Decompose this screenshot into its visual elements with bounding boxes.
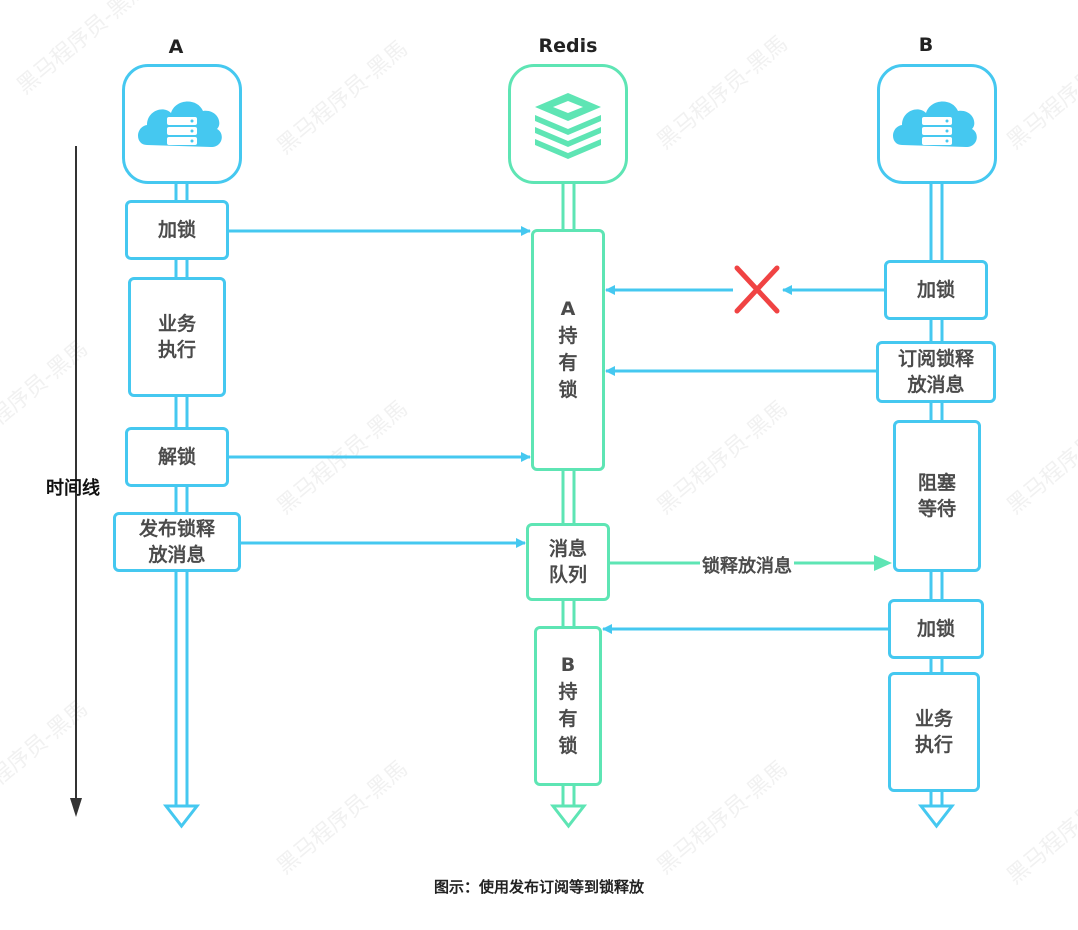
- b-step-business-text: 业务 执行: [914, 708, 953, 756]
- redis-state-a-holds-lock: A 持 有 锁: [531, 229, 605, 471]
- redis-state-message-queue-text: 消息 队列: [548, 538, 587, 586]
- a-step-lock-text: 加锁: [157, 219, 196, 241]
- a-step-business-text: 业务 执行: [157, 313, 196, 361]
- b-step-subscribe: 订阅锁释 放消息: [876, 341, 996, 403]
- a-step-unlock: 解锁: [125, 427, 229, 487]
- participant-redis-icon-box: [508, 64, 628, 184]
- b-step-lock-1: 加锁: [884, 260, 988, 320]
- b-step-blocked-waiting: 阻塞 等待: [893, 420, 981, 572]
- lifeline-redis-arrowhead: [549, 804, 588, 829]
- a-step-publish-text: 发布锁释 放消息: [138, 518, 215, 566]
- a-step-publish: 发布锁释 放消息: [113, 512, 241, 572]
- redis-state-message-queue: 消息 队列: [526, 523, 610, 601]
- b-step-business: 业务 执行: [888, 672, 980, 792]
- release-message-label: 锁释放消息: [700, 552, 794, 578]
- participant-b-icon-box: [877, 64, 997, 184]
- lifeline-b-arrowhead: [917, 804, 956, 829]
- lifeline-a-arrowhead: [162, 804, 201, 829]
- b-step-lock-2: 加锁: [888, 599, 984, 659]
- x-cross-icon: [734, 265, 780, 314]
- b-step-lock-2-text: 加锁: [916, 618, 955, 640]
- redis-state-b-holds-lock: B 持 有 锁: [534, 626, 602, 786]
- participant-a-label: A: [168, 36, 184, 58]
- a-step-business: 业务 执行: [128, 277, 226, 397]
- b-step-blocked-waiting-text: 阻塞 等待: [917, 472, 956, 520]
- redis-state-b-holds-lock-text: B 持 有 锁: [558, 654, 578, 757]
- a-step-unlock-text: 解锁: [157, 446, 196, 468]
- timeline-axis: [70, 146, 82, 817]
- figure-caption: 图示：使用发布订阅等到锁释放: [433, 878, 644, 896]
- timeline-label: 时间线: [46, 478, 100, 499]
- cloud-server-icon: [893, 101, 977, 147]
- a-step-lock: 加锁: [125, 200, 229, 260]
- b-step-lock-1-text: 加锁: [916, 279, 955, 301]
- cloud-server-icon: [138, 101, 222, 147]
- participant-b-label: B: [918, 34, 934, 56]
- redis-state-a-holds-lock-text: A 持 有 锁: [558, 298, 578, 401]
- redis-stack-icon: [535, 93, 601, 159]
- participant-redis-label: Redis: [538, 35, 598, 57]
- b-step-subscribe-text: 订阅锁释 放消息: [897, 348, 974, 396]
- participant-a-icon-box: [122, 64, 242, 184]
